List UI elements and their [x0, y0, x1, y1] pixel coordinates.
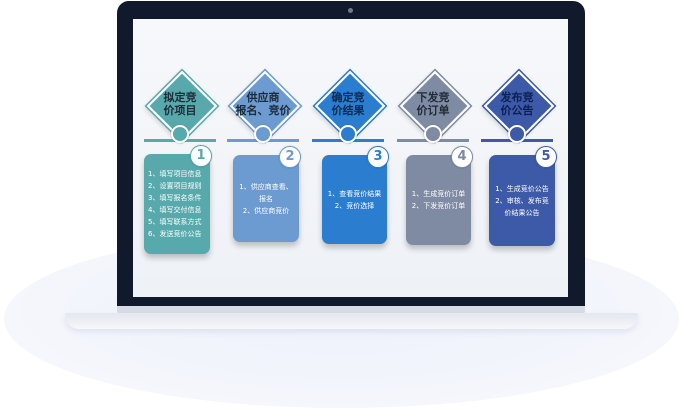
step-dot-2 — [254, 125, 272, 143]
step-item: 报名 — [259, 194, 273, 203]
step-item: 2、供应商竞价 — [242, 206, 290, 215]
step-title-line1: 发布竞 — [500, 91, 534, 104]
step-card-3: 1、查看竞价结果 2、竞价选择 — [322, 155, 387, 244]
step-title-line1: 确定竞 — [331, 91, 365, 104]
step-item: 6、发送竞价公告 — [148, 230, 202, 238]
step-title-4: 下发竞价订单 — [397, 91, 469, 117]
step-title-1: 拟定竞价项目 — [144, 91, 216, 117]
step-card-5: 1、生成竞价公告 2、审核、发布竞价结果公告 — [489, 155, 555, 246]
step-dot-1 — [171, 125, 189, 143]
step-item: 1、生成竞价订单 — [411, 190, 466, 198]
step-number-badge-1: 1 — [190, 145, 212, 167]
step-item: 5、填写联系方式 — [148, 218, 202, 226]
step-number-badge-3: 3 — [367, 146, 389, 168]
laptop-hinge — [117, 306, 585, 314]
laptop-base — [65, 313, 638, 329]
step-item: 1、填写项目信息 — [148, 170, 202, 178]
step-number-badge-5: 5 — [535, 146, 557, 168]
step-item: 2、设置项目规则 — [148, 182, 202, 190]
step-item: 1、查看竞价结果 — [327, 189, 382, 198]
step-title-3: 确定竞价结果 — [312, 91, 384, 117]
step-title-5: 发布竞价公告 — [481, 91, 553, 117]
step-item: 3、填写报名条件 — [148, 194, 202, 202]
step-number-badge-2: 2 — [279, 146, 301, 168]
step-title-line2: 价公告 — [500, 104, 534, 117]
step-title-line1: 供应商 — [246, 91, 280, 104]
step-dot-5 — [508, 125, 526, 143]
step-item: 2、审核、发布竞 — [495, 196, 549, 205]
step-item: 价结果公告 — [504, 208, 540, 217]
step-item: 1、生成竞价公告 — [495, 184, 549, 193]
step-dot-4 — [424, 125, 442, 143]
step-card-2: 1、供应商查看、报名 2、供应商竞价 — [233, 155, 299, 242]
step-title-line2: 价结果 — [331, 104, 365, 117]
step-title-2: 供应商报名、竞价 — [227, 91, 299, 117]
step-dot-3 — [339, 125, 357, 143]
laptop-screen: 拟定竞价项目 1、填写项目信息 2、设置项目规则 3、填写报名条件 4、填写交付信息 5、… — [133, 19, 568, 297]
step-card-1: 1、填写项目信息 2、设置项目规则 3、填写报名条件 4、填写交付信息 5、填写联系方式… — [144, 154, 210, 254]
step-title-line2: 报名、竞价 — [235, 104, 291, 117]
step-title-line1: 拟定竞 — [163, 91, 197, 104]
step-item: 1、供应商查看、 — [239, 182, 293, 191]
step-item: 4、填写交付信息 — [148, 206, 202, 214]
step-title-line1: 下发竞 — [416, 91, 450, 104]
step-item: 2、竞价选择 — [334, 201, 375, 210]
step-title-line2: 价订单 — [416, 104, 450, 117]
camera-icon — [348, 8, 353, 13]
step-card-4: 1、生成竞价订单 2、下发竞价订单 — [406, 155, 471, 245]
step-title-line2: 价项目 — [163, 104, 197, 117]
step-item: 2、下发竞价订单 — [411, 202, 466, 210]
step-number-badge-4: 4 — [451, 146, 473, 168]
